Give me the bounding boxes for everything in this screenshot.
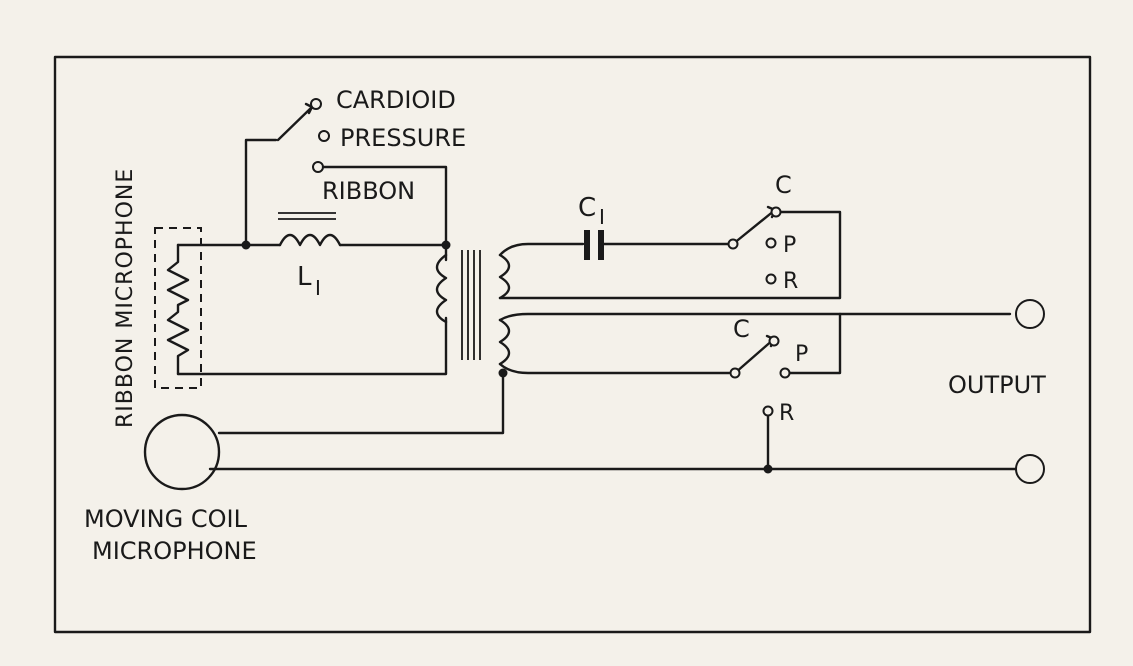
wire-upper-secondary-bottom: [498, 210, 842, 300]
lower-switch-c-label: C: [733, 315, 750, 343]
lower-switch-p-label: P: [795, 342, 808, 367]
transformer: [435, 250, 511, 366]
upper-switch-r-label: R: [783, 269, 798, 294]
capacitor-c1: [584, 230, 604, 260]
output-terminal-bottom: [1015, 454, 1045, 484]
upper-switch-r-contact: [765, 273, 777, 285]
upper-switch-arm: [731, 208, 777, 246]
lower-switch-r-label: R: [779, 401, 794, 426]
top-switch-cardioid-contact: [310, 98, 322, 110]
cardioid-label: CARDIOID: [336, 86, 456, 114]
wire-transformer-to-moving-coil: [217, 371, 505, 435]
inductor-l1: [278, 212, 342, 247]
wire-lower-secondary-top: [498, 312, 1012, 322]
ribbon-element: [166, 243, 190, 376]
moving-coil-label-line2: MICROPHONE: [92, 537, 257, 565]
lower-switch-r-contact: [762, 405, 774, 417]
junction-dot-lower: [763, 464, 773, 474]
wire-lower-p-contact: [786, 312, 842, 375]
upper-switch-p-label: P: [783, 233, 796, 258]
ribbon-microphone-label: RIBBON MICROPHONE: [113, 168, 138, 428]
diagram-frame: [53, 55, 1092, 634]
wire-top-switch-branch: [244, 138, 278, 247]
moving-coil-label-line1: MOVING COIL: [84, 505, 248, 533]
inductor-subscript: I: [315, 276, 321, 300]
output-terminal-top: [1015, 299, 1045, 329]
top-switch-pressure-contact: [318, 130, 330, 142]
upper-switch-p-contact: [765, 237, 777, 249]
lower-switch-arm: [733, 337, 776, 375]
wire-l1-to-transformer: [338, 243, 448, 262]
junction-dot-transformer: [441, 240, 451, 250]
capacitor-subscript: I: [599, 205, 605, 229]
upper-switch-pivot: [727, 238, 739, 250]
ribbon-label: RIBBON: [322, 177, 415, 205]
top-switch-arm: [276, 105, 314, 142]
capacitor-c-label: C: [578, 193, 596, 223]
upper-switch-c-label: C: [775, 171, 792, 199]
wire-ribbon-bottom: [176, 316, 448, 376]
lower-switch-pivot: [729, 367, 741, 379]
moving-coil-microphone: [143, 413, 221, 491]
lower-switch-c-contact: [768, 335, 780, 347]
wire-ribbon-contact: [321, 165, 448, 247]
wire-lower-secondary-bottom: [498, 362, 731, 375]
inductor-l-label: L: [297, 262, 312, 292]
lower-switch-p-contact: [779, 367, 791, 379]
wire-upper-secondary-top: [498, 242, 585, 257]
upper-switch-c-contact: [770, 206, 782, 218]
top-switch-ribbon-contact: [312, 161, 324, 173]
ribbon-microphone-enclosure: [154, 227, 202, 389]
pressure-label: PRESSURE: [340, 124, 466, 152]
output-label: OUTPUT: [948, 371, 1046, 399]
junction-dot-left: [241, 240, 251, 250]
